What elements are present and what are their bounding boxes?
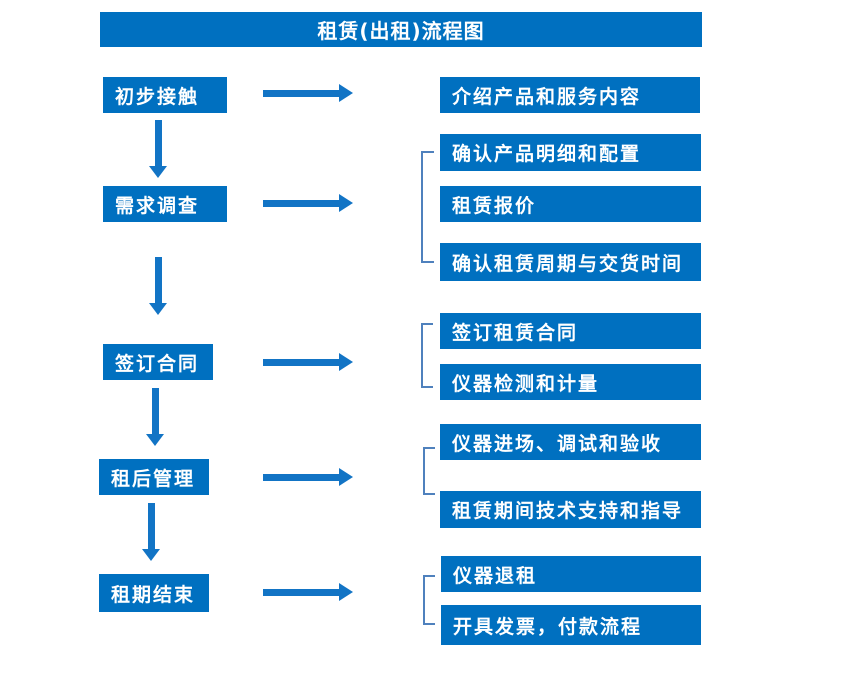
down-arrow-1 bbox=[149, 120, 167, 178]
right-arrow-4-head bbox=[339, 468, 353, 486]
bracket-post-rental-group bbox=[423, 447, 435, 495]
down-arrow-1-shaft bbox=[154, 120, 162, 166]
detail-box-technical-support-guidance: 租赁期间技术支持和指导 bbox=[440, 491, 701, 528]
down-arrow-2-shaft bbox=[154, 257, 162, 303]
down-arrow-4 bbox=[142, 503, 160, 561]
down-arrow-1-head bbox=[149, 166, 167, 178]
down-arrow-4-head bbox=[142, 549, 160, 561]
right-arrow-1-shaft bbox=[263, 89, 339, 97]
right-arrow-3-head bbox=[339, 353, 353, 371]
right-arrow-1-head bbox=[339, 84, 353, 102]
right-arrow-5 bbox=[263, 583, 353, 601]
step-box-demand-survey: 需求调查 bbox=[103, 186, 227, 222]
detail-box-instrument-setup-acceptance: 仪器进场、调试和验收 bbox=[440, 424, 701, 460]
detail-box-instrument-return: 仪器退租 bbox=[441, 556, 701, 592]
detail-box-confirm-rental-period-delivery: 确认租赁周期与交货时间 bbox=[440, 243, 701, 281]
right-arrow-2 bbox=[263, 194, 353, 212]
right-arrow-1 bbox=[263, 84, 353, 102]
step-box-initial-contact: 初步接触 bbox=[103, 77, 227, 113]
right-arrow-5-head bbox=[339, 583, 353, 601]
down-arrow-3 bbox=[146, 388, 164, 446]
step-box-rental-end: 租期结束 bbox=[99, 574, 209, 612]
bracket-rental-end-group bbox=[423, 575, 435, 625]
down-arrow-3-head bbox=[146, 434, 164, 446]
step-box-post-rental-management: 租后管理 bbox=[99, 459, 209, 495]
right-arrow-2-head bbox=[339, 194, 353, 212]
right-arrow-4 bbox=[263, 468, 353, 486]
bracket-sign-contract-group bbox=[421, 323, 433, 388]
right-arrow-5-shaft bbox=[263, 588, 339, 596]
right-arrow-3 bbox=[263, 353, 353, 371]
detail-box-sign-rental-contract: 签订租赁合同 bbox=[440, 313, 701, 349]
right-arrow-4-shaft bbox=[263, 473, 339, 481]
flowchart-title: 租赁(出租)流程图 bbox=[100, 12, 702, 47]
down-arrow-3-shaft bbox=[151, 388, 159, 434]
detail-box-instrument-inspection-calibration: 仪器检测和计量 bbox=[440, 364, 701, 400]
detail-box-rental-quotation: 租赁报价 bbox=[440, 186, 701, 222]
down-arrow-2 bbox=[149, 257, 167, 315]
down-arrow-4-shaft bbox=[147, 503, 155, 549]
right-arrow-3-shaft bbox=[263, 358, 339, 366]
down-arrow-2-head bbox=[149, 303, 167, 315]
bracket-demand-survey-group bbox=[421, 151, 434, 263]
right-arrow-2-shaft bbox=[263, 199, 339, 207]
detail-box-invoice-payment-process: 开具发票，付款流程 bbox=[441, 605, 701, 645]
detail-box-introduce-products-services: 介绍产品和服务内容 bbox=[440, 77, 700, 113]
detail-box-confirm-product-details: 确认产品明细和配置 bbox=[440, 134, 701, 171]
step-box-sign-contract: 签订合同 bbox=[103, 344, 213, 380]
